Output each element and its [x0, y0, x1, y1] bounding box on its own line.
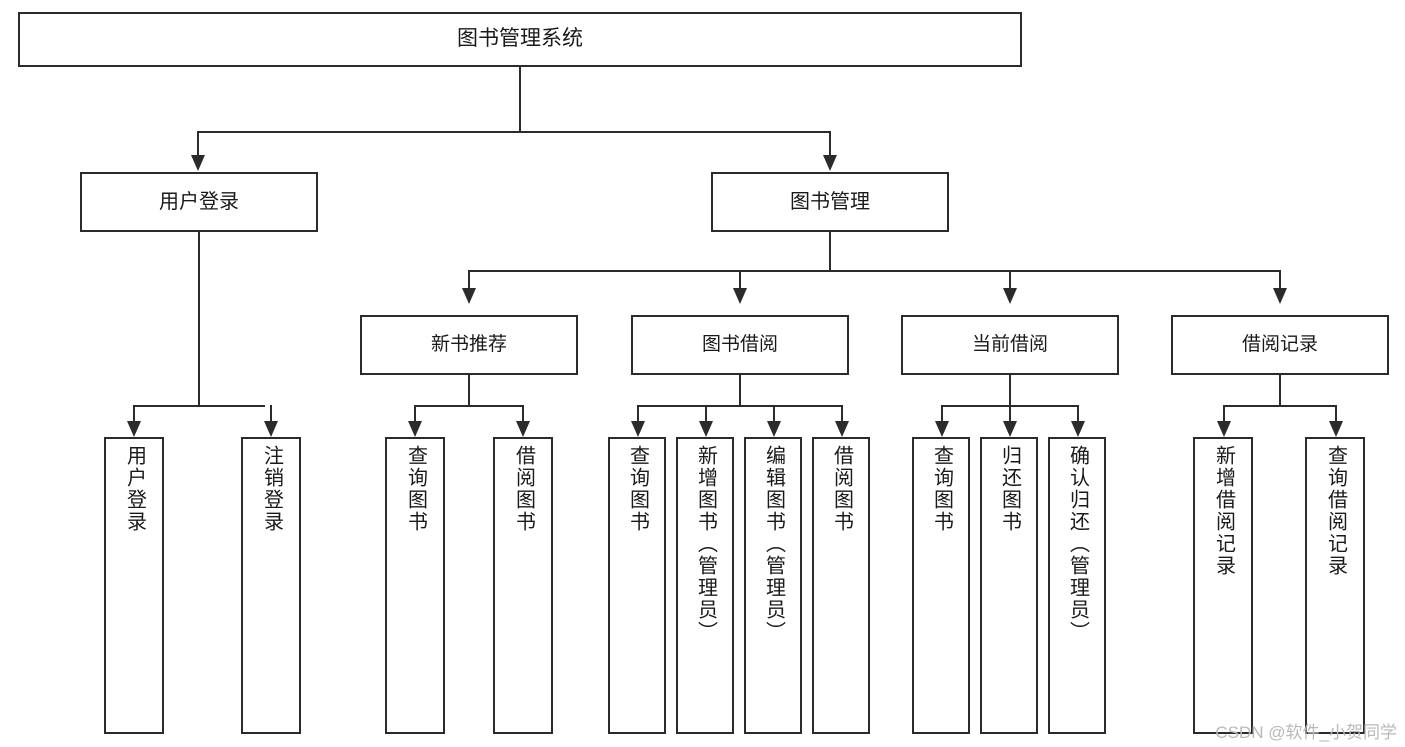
- node-label: 当前借阅: [971, 334, 1048, 356]
- node-label: 新增借阅记录: [1212, 445, 1235, 577]
- arrowhead-leaf-query-book-3: [935, 421, 949, 437]
- node-label: 编辑图书（管理员）: [762, 445, 785, 643]
- arrowhead-leaf-edit-book: [767, 421, 781, 437]
- arrowhead-leaf-confirm-return: [1071, 421, 1085, 437]
- arrowhead-leaf-add-book: [699, 421, 713, 437]
- arrowhead-book-management: [823, 155, 837, 171]
- connector-cb-drop-2: [1009, 405, 1011, 423]
- arrowhead-leaf-return-book: [1003, 421, 1017, 437]
- arrowhead-leaf-query-record: [1329, 421, 1343, 437]
- node-label: 查询借阅记录: [1324, 445, 1347, 577]
- node-leaf-user-login[interactable]: 用户登录: [104, 437, 164, 734]
- connector-root-bar: [197, 131, 831, 133]
- connector-bb-drop-3: [773, 405, 775, 423]
- node-label: 确认归还（管理员）: [1066, 445, 1089, 643]
- arrowhead-user-login: [191, 155, 205, 171]
- node-label: 借阅图书: [830, 445, 853, 533]
- arrowhead-leaf-borrow-book-2: [835, 421, 849, 437]
- arrowhead-leaf-query-book-2: [631, 421, 645, 437]
- node-leaf-add-book[interactable]: 新增图书（管理员）: [676, 437, 734, 734]
- node-label: 归还图书: [998, 445, 1021, 533]
- node-label: 查询图书: [626, 445, 649, 533]
- node-root-system[interactable]: 图书管理系统: [18, 12, 1022, 67]
- node-label: 图书借阅: [701, 334, 778, 356]
- connector-bm-drop-3: [1009, 270, 1011, 290]
- connector-bb-bar: [637, 405, 843, 407]
- connector-root-to-book-management: [829, 131, 831, 157]
- node-leaf-query-book-3[interactable]: 查询图书: [912, 437, 970, 734]
- node-leaf-edit-book[interactable]: 编辑图书（管理员）: [744, 437, 802, 734]
- connector-user-login-stem: [198, 232, 200, 406]
- connector-bb-drop-4: [841, 405, 843, 423]
- node-book-management[interactable]: 图书管理: [711, 172, 949, 232]
- connector-root-to-user-login: [197, 131, 199, 157]
- connector-cb-drop-1: [941, 405, 943, 423]
- node-leaf-query-book-2[interactable]: 查询图书: [608, 437, 666, 734]
- connector-br-drop-1: [1223, 405, 1225, 423]
- arrowhead-leaf-user-logout: [264, 421, 278, 437]
- connector-bm-drop-4: [1279, 270, 1281, 290]
- node-current-borrow[interactable]: 当前借阅: [901, 315, 1119, 375]
- node-label: 用户登录: [123, 445, 146, 533]
- node-leaf-confirm-return[interactable]: 确认归还（管理员）: [1048, 437, 1106, 734]
- node-label: 查询图书: [404, 445, 427, 533]
- connector-user-login-drop-2: [270, 405, 272, 423]
- arrowhead-leaf-add-record: [1217, 421, 1231, 437]
- connector-bb-stem: [739, 375, 741, 406]
- arrowhead-leaf-borrow-book-1: [516, 421, 530, 437]
- arrowhead-book-borrow: [733, 288, 747, 304]
- connector-br-stem: [1279, 375, 1281, 406]
- arrowhead-new-book-recommend: [462, 288, 476, 304]
- connector-bm-drop-2: [739, 270, 741, 290]
- node-leaf-query-record[interactable]: 查询借阅记录: [1305, 437, 1365, 734]
- node-label: 新书推荐: [430, 334, 507, 356]
- node-label: 图书管理系统: [457, 27, 583, 51]
- connector-br-bar: [1223, 405, 1337, 407]
- connector-book-management-stem: [829, 232, 831, 272]
- connector-bb-drop-2: [705, 405, 707, 423]
- node-borrow-record[interactable]: 借阅记录: [1171, 315, 1389, 375]
- connector-nbr-drop-2: [522, 405, 524, 423]
- connector-user-login-drop-1: [133, 405, 135, 423]
- node-leaf-borrow-book-2[interactable]: 借阅图书: [812, 437, 870, 734]
- node-leaf-borrow-book-1[interactable]: 借阅图书: [493, 437, 553, 734]
- node-label: 图书管理: [790, 190, 870, 213]
- node-label: 借阅图书: [512, 445, 535, 533]
- connector-cb-drop-3: [1077, 405, 1079, 423]
- connector-nbr-drop-1: [414, 405, 416, 423]
- connector-bm-drop-1: [468, 270, 470, 290]
- node-label: 新增图书（管理员）: [694, 445, 717, 643]
- connector-root-stem: [519, 67, 521, 132]
- node-leaf-query-book-1[interactable]: 查询图书: [385, 437, 445, 734]
- node-label: 查询图书: [930, 445, 953, 533]
- arrowhead-current-borrow: [1003, 288, 1017, 304]
- node-label: 注销登录: [260, 445, 283, 533]
- connector-br-drop-2: [1335, 405, 1337, 423]
- node-leaf-add-record[interactable]: 新增借阅记录: [1193, 437, 1253, 734]
- connector-book-management-bar: [468, 270, 1279, 272]
- arrowhead-leaf-user-login: [127, 421, 141, 437]
- node-new-book-recommend[interactable]: 新书推荐: [360, 315, 578, 375]
- node-leaf-return-book[interactable]: 归还图书: [980, 437, 1038, 734]
- connector-user-login-bar: [133, 405, 265, 407]
- connector-bb-drop-1: [637, 405, 639, 423]
- arrowhead-borrow-record: [1273, 288, 1287, 304]
- node-label: 借阅记录: [1241, 334, 1318, 356]
- arrowhead-leaf-query-book-1: [408, 421, 422, 437]
- connector-nbr-bar: [414, 405, 524, 407]
- connector-nbr-stem: [468, 375, 470, 406]
- node-leaf-user-logout[interactable]: 注销登录: [241, 437, 301, 734]
- connector-cb-stem: [1009, 375, 1011, 406]
- node-user-login[interactable]: 用户登录: [80, 172, 318, 232]
- node-label: 用户登录: [159, 190, 239, 213]
- node-book-borrow[interactable]: 图书借阅: [631, 315, 849, 375]
